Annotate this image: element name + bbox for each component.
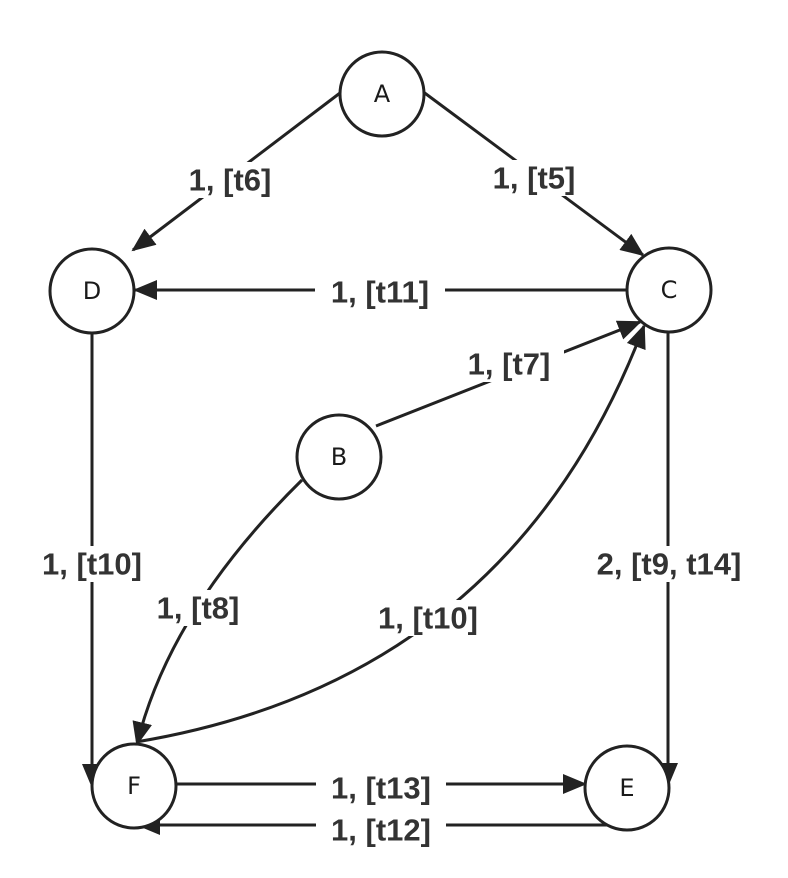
node-b: B xyxy=(295,413,383,501)
node-e: E xyxy=(583,744,671,832)
edge-label-f-e: 1, [t13] xyxy=(331,771,431,806)
edge-label-b-f: 1, [t8] xyxy=(157,591,240,626)
edge-label-b-c: 1, [t7] xyxy=(468,347,551,382)
edge-label-e-f: 1, [t12] xyxy=(331,813,431,848)
edge-label-c-e: 2, [t9, t14] xyxy=(597,547,742,582)
node-f: F xyxy=(90,742,178,830)
node-a: A xyxy=(338,50,426,138)
nodes: A D C B F E xyxy=(48,50,713,832)
node-label-a: A xyxy=(374,80,391,108)
edge-label-a-d: 1, [t6] xyxy=(189,163,272,198)
edge-label-a-c: 1, [t5] xyxy=(493,161,576,196)
edge-label-c-d: 1, [t11] xyxy=(331,275,429,310)
node-d: D xyxy=(48,247,136,335)
edge-label-f-c: 1, [t10] xyxy=(378,601,478,636)
node-label-c: C xyxy=(661,276,678,304)
node-label-d: D xyxy=(83,277,101,305)
node-c: C xyxy=(625,246,713,334)
node-label-b: B xyxy=(331,443,347,471)
edge-labels: 1, [t6] 1, [t5] 1, [t11] 1, [t7] 1, [t10… xyxy=(26,160,762,848)
node-label-e: E xyxy=(619,774,634,802)
node-label-f: F xyxy=(127,772,141,800)
edge-label-d-f: 1, [t10] xyxy=(42,547,142,582)
edge-f-to-c xyxy=(135,324,646,744)
